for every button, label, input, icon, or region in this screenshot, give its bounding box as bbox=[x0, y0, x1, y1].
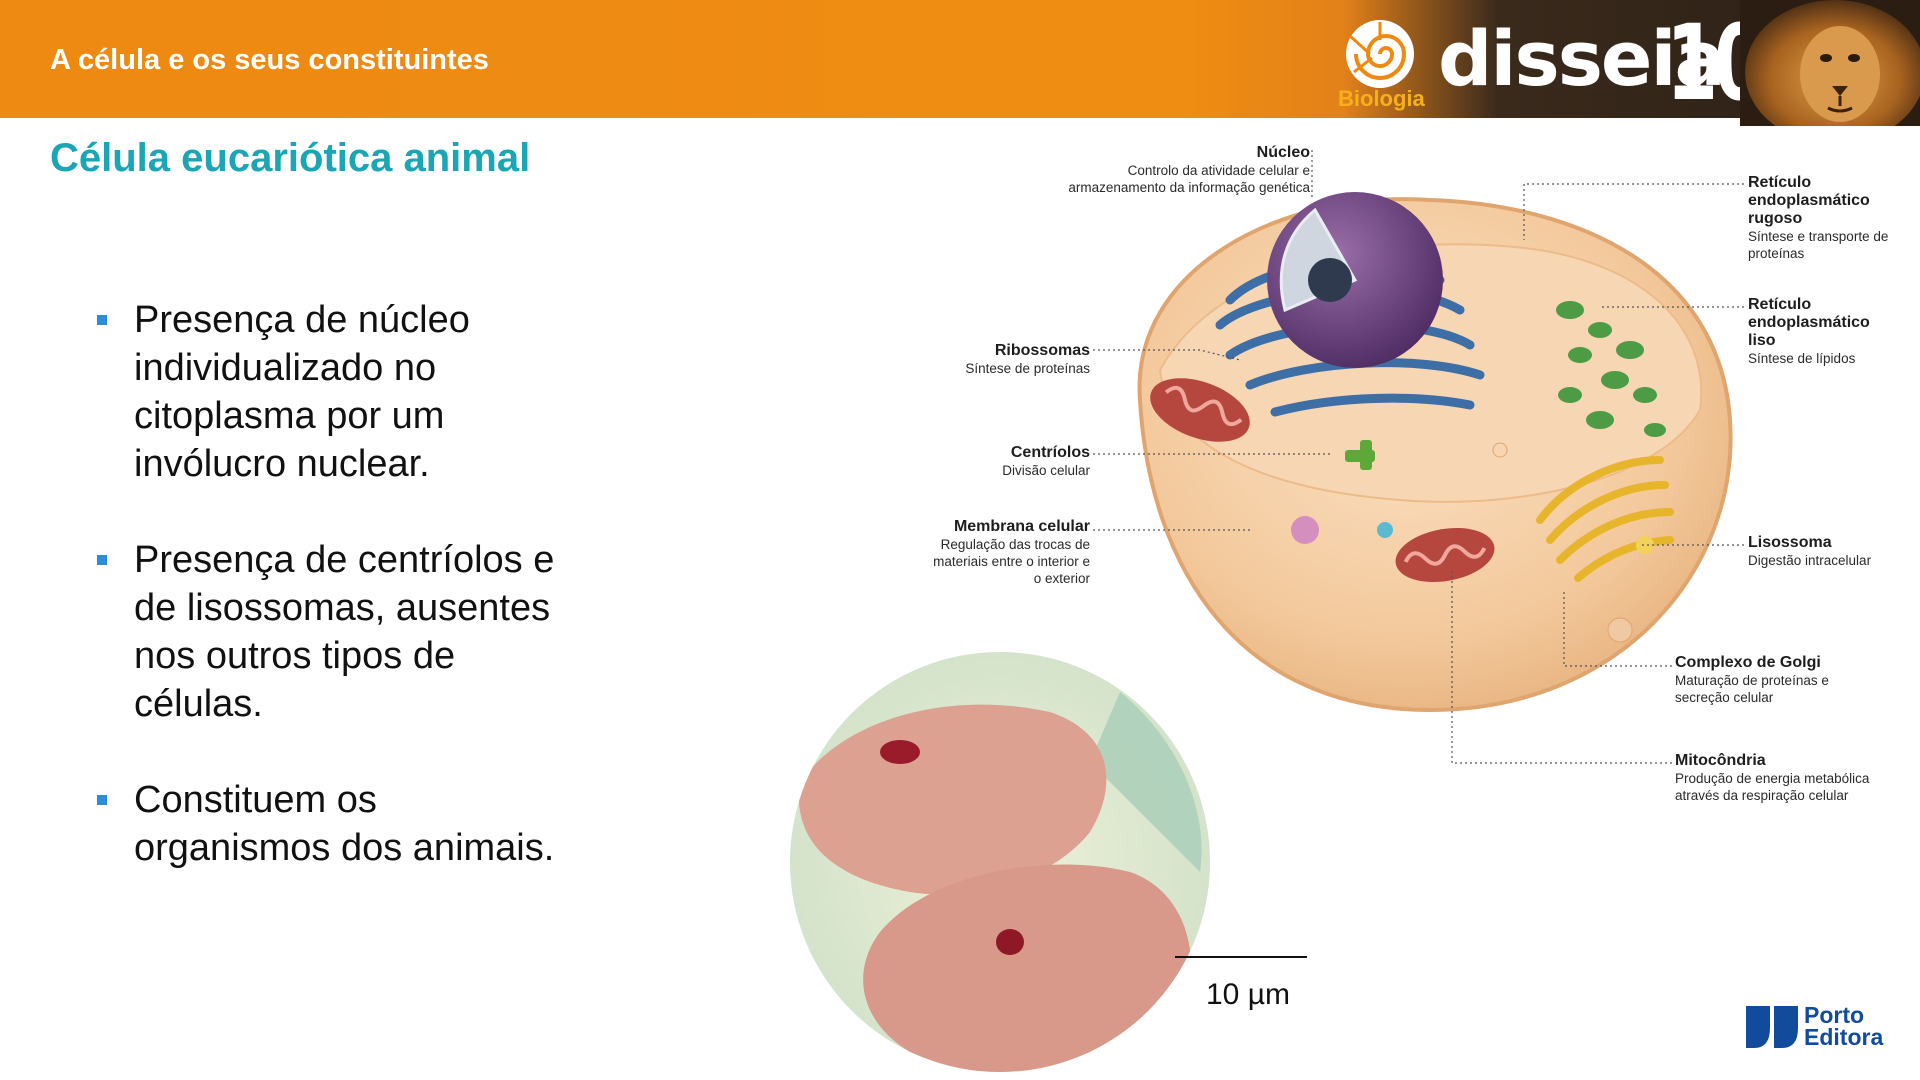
publisher-line2: Editora bbox=[1804, 1024, 1884, 1050]
section-title: Célula eucariótica animal bbox=[50, 136, 531, 180]
bullet-text: Presença de centríolos e de lisossomas, … bbox=[134, 539, 555, 725]
label-golgi-desc: Maturação de proteínas e secreção celula… bbox=[1675, 673, 1829, 705]
label-centriolos: Centríolos Divisão celular bbox=[930, 444, 1090, 479]
label-golgi: Complexo de Golgi Maturação de proteínas… bbox=[1675, 654, 1855, 706]
bullet-text: Presença de núcleo individualizado no ci… bbox=[134, 299, 470, 485]
label-lisossoma-title: Lisossoma bbox=[1748, 534, 1832, 551]
bullet-item: Presença de centríolos e de lisossomas, … bbox=[94, 536, 574, 728]
publisher-line1: Porto bbox=[1804, 1002, 1865, 1028]
label-rel-title: Retículo endoplasmático liso bbox=[1748, 296, 1870, 349]
brand-subject: Biologia bbox=[1338, 86, 1425, 111]
label-rel: Retículo endoplasmático liso Síntese de … bbox=[1748, 296, 1898, 367]
scale-label: 10 µm bbox=[1206, 978, 1290, 1011]
label-membrana-title: Membrana celular bbox=[953, 518, 1090, 535]
label-nucleo-title: Núcleo bbox=[1256, 144, 1310, 161]
brand-logo: disseia Biologia 10 bbox=[1330, 0, 1920, 126]
label-nucleo: Núcleo Controlo da atividade celular e a… bbox=[1050, 144, 1310, 196]
label-centriolos-title: Centríolos bbox=[1010, 444, 1090, 461]
bullet-list: Presença de núcleo individualizado no ci… bbox=[94, 296, 574, 920]
label-membrana: Membrana celular Regulação das trocas de… bbox=[930, 518, 1090, 587]
publisher-name: Porto Editora bbox=[1804, 1002, 1884, 1050]
brand-name: disseia bbox=[1438, 14, 1726, 103]
bullet-square-icon bbox=[97, 315, 107, 325]
porto-editora-logo-icon bbox=[1746, 1006, 1798, 1048]
label-rer-desc: Síntese e transporte de proteínas bbox=[1748, 229, 1889, 261]
label-centriolos-desc: Divisão celular bbox=[1002, 463, 1090, 478]
cell-diagram-labels: Núcleo Controlo da atividade celular e a… bbox=[780, 130, 1920, 1080]
label-lisossoma: Lisossoma Digestão intracelular bbox=[1748, 534, 1908, 569]
label-ribossomas: Ribossomas Síntese de proteínas bbox=[930, 342, 1090, 377]
label-ribossomas-title: Ribossomas bbox=[994, 342, 1090, 359]
lion-image bbox=[1740, 0, 1920, 126]
scale-bar bbox=[1175, 956, 1307, 958]
cheek-cell-micrograph bbox=[790, 652, 1210, 1072]
label-mitocondria-title: Mitocôndria bbox=[1675, 752, 1766, 769]
label-rer: Retículo endoplasmático rugoso Síntese e… bbox=[1748, 174, 1898, 262]
bullet-item: Presença de núcleo individualizado no ci… bbox=[94, 296, 574, 488]
label-ribossomas-desc: Síntese de proteínas bbox=[965, 361, 1090, 376]
header-bar: A célula e os seus constituintes disseia… bbox=[0, 0, 1920, 126]
header-title: A célula e os seus constituintes bbox=[50, 44, 489, 76]
bullet-item: Constituem os organismos dos animais. bbox=[94, 776, 574, 872]
label-mitocondria: Mitocôndria Produção de energia metabóli… bbox=[1675, 752, 1895, 804]
bullet-square-icon bbox=[97, 795, 107, 805]
label-rer-title: Retículo endoplasmático rugoso bbox=[1748, 174, 1870, 227]
label-rel-desc: Síntese de lípidos bbox=[1748, 351, 1856, 366]
bullet-text: Constituem os organismos dos animais. bbox=[134, 779, 555, 869]
label-nucleo-desc: Controlo da atividade celular e armazena… bbox=[1068, 163, 1310, 195]
label-membrana-desc: Regulação das trocas de materiais entre … bbox=[933, 537, 1090, 586]
label-mitocondria-desc: Produção de energia metabólica através d… bbox=[1675, 771, 1870, 803]
label-lisossoma-desc: Digestão intracelular bbox=[1748, 553, 1872, 568]
bullet-square-icon bbox=[97, 555, 107, 565]
label-golgi-title: Complexo de Golgi bbox=[1675, 654, 1821, 671]
nautilus-icon bbox=[1346, 20, 1414, 88]
